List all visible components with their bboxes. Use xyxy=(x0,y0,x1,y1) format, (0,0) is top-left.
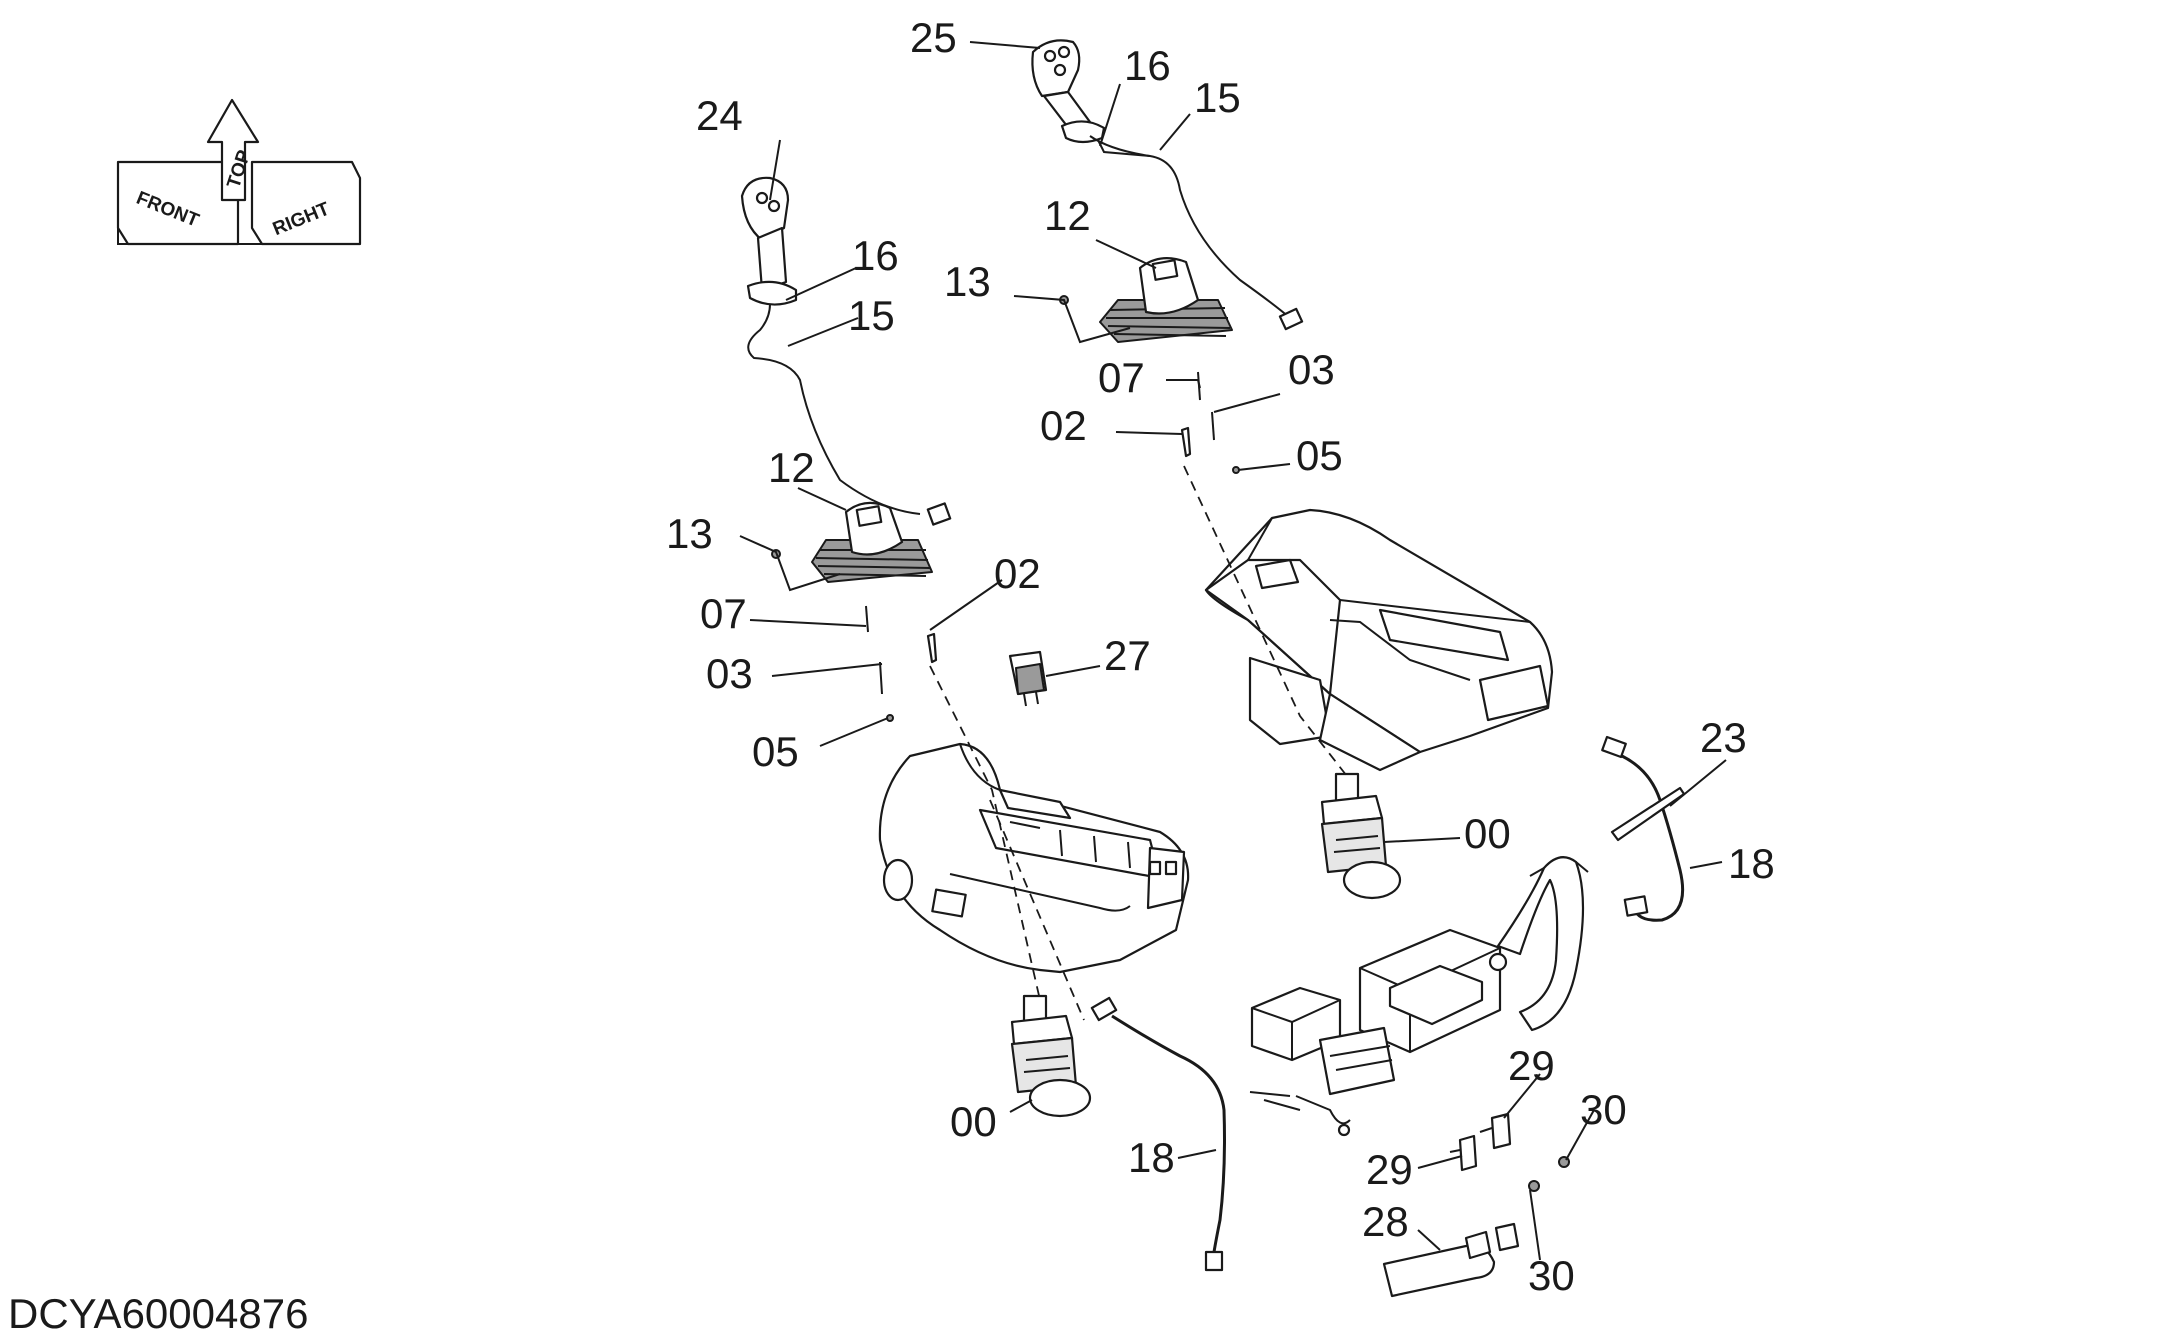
callout-18-right: 18 xyxy=(1728,840,1775,887)
rubber-boot-12-left xyxy=(811,501,933,583)
diagram-code: DCYA60004876 xyxy=(8,1290,308,1337)
nuts-30 xyxy=(1528,1156,1570,1192)
pilot-valve-00-right xyxy=(1320,772,1402,900)
cable-clamp-28 xyxy=(1382,1222,1520,1298)
joystick-grip-25 xyxy=(1031,39,1304,331)
callout-13-right: 13 xyxy=(944,258,991,305)
rocker-switch-27 xyxy=(1008,650,1048,707)
rubber-boot-12-right xyxy=(1099,257,1233,343)
callout-03-left: 03 xyxy=(706,650,753,697)
callout-23: 23 xyxy=(1700,714,1747,761)
callout-12-right: 12 xyxy=(1044,192,1091,239)
callout-07-left: 07 xyxy=(700,590,747,637)
callout-13-left: 13 xyxy=(666,510,713,557)
callout-00-left: 00 xyxy=(950,1098,997,1145)
assembly-centerlines xyxy=(929,465,1351,1021)
callout-27: 27 xyxy=(1104,632,1151,679)
callout-02-left: 02 xyxy=(994,550,1041,597)
callout-25: 25 xyxy=(910,14,957,61)
callout-28: 28 xyxy=(1362,1198,1409,1245)
leader-lines xyxy=(739,41,1727,1261)
bracket-clips-29 xyxy=(1449,1112,1512,1172)
callout-02-right: 02 xyxy=(1040,402,1087,449)
console-left xyxy=(878,742,1190,974)
callout-15-top: 15 xyxy=(1194,74,1241,121)
callout-05-right: 05 xyxy=(1296,432,1343,479)
callout-labels: 25 16 15 24 16 15 12 13 07 03 02 05 12 1… xyxy=(666,14,1775,1299)
callout-16-left: 16 xyxy=(852,232,899,279)
wiring-harness-18-right xyxy=(1601,735,1685,922)
joystick-grip-24 xyxy=(740,176,952,526)
callout-30-top: 30 xyxy=(1580,1086,1627,1133)
armrest-frame-assembly xyxy=(1249,856,1589,1137)
callout-18-left: 18 xyxy=(1128,1134,1175,1181)
callout-05-left: 05 xyxy=(752,728,799,775)
callout-03-right: 03 xyxy=(1288,346,1335,393)
wiring-harness-18-left xyxy=(1090,996,1226,1272)
callout-29-bottom: 29 xyxy=(1366,1146,1413,1193)
cable-tie-23 xyxy=(1610,786,1686,842)
callout-24: 24 xyxy=(696,92,743,139)
orientation-symbol: FRONT TOP RIGHT xyxy=(116,98,362,246)
callout-16-top: 16 xyxy=(1124,42,1171,89)
callout-30-bottom: 30 xyxy=(1528,1252,1575,1299)
callout-29-top: 29 xyxy=(1508,1042,1555,1089)
console-right xyxy=(1204,508,1554,772)
pilot-valve-00-left xyxy=(1010,994,1092,1118)
callout-12-left: 12 xyxy=(768,444,815,491)
callout-07-right: 07 xyxy=(1098,354,1145,401)
fasteners xyxy=(771,295,1240,722)
callout-15-left: 15 xyxy=(848,292,895,339)
callout-00-right: 00 xyxy=(1464,810,1511,857)
